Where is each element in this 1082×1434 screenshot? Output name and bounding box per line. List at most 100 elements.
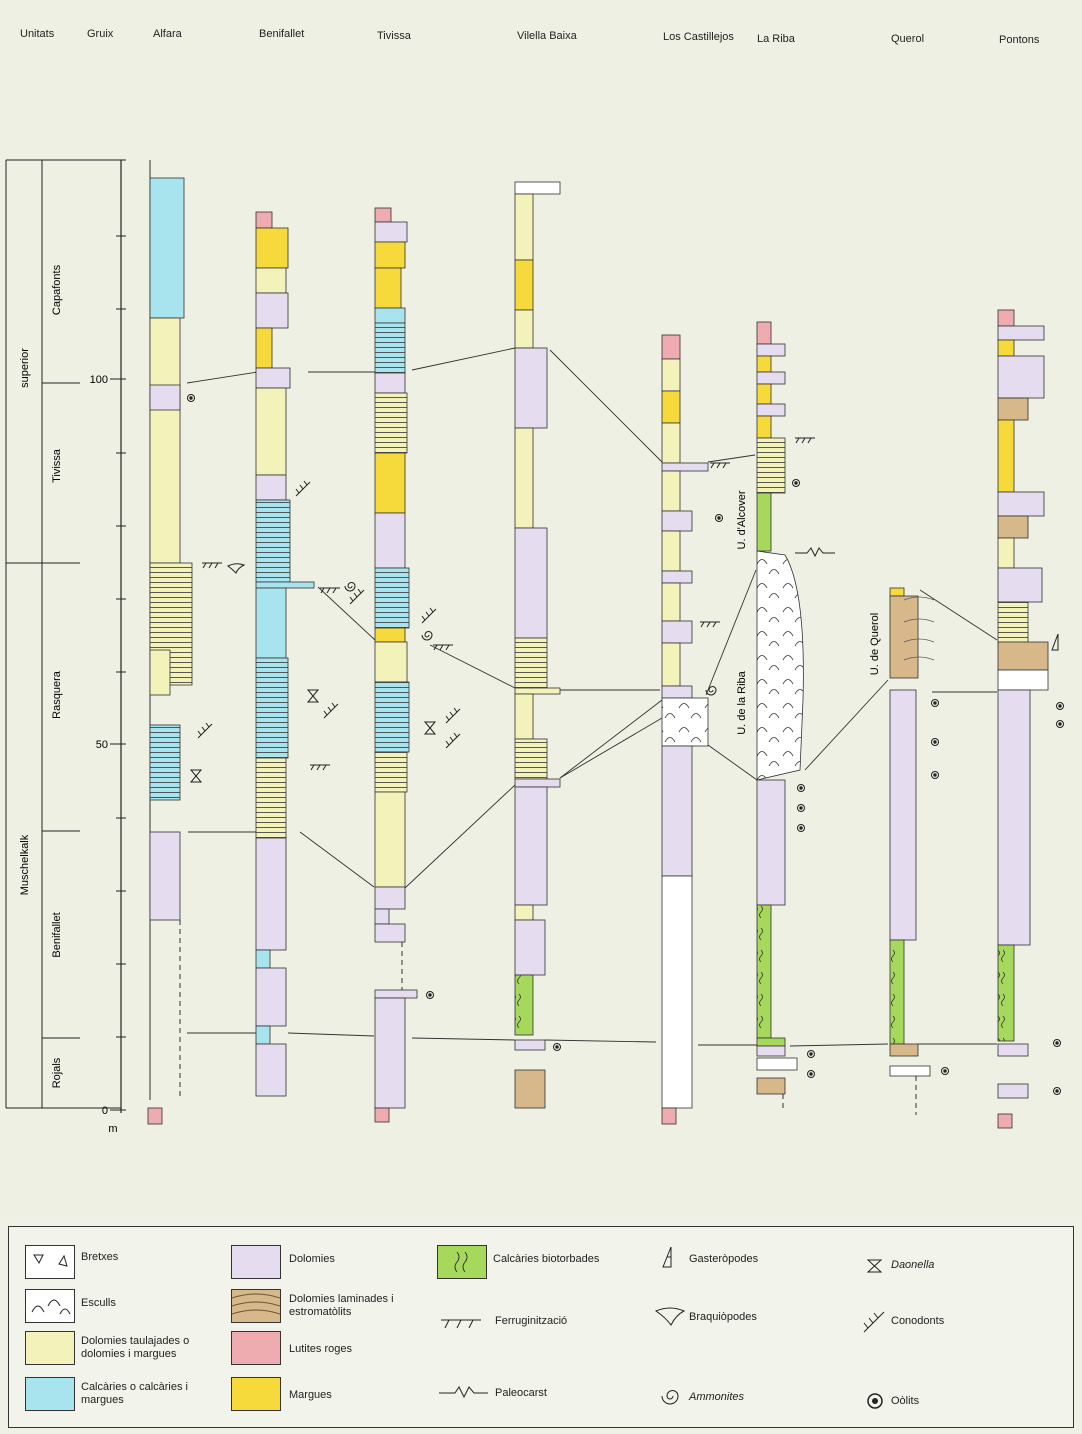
unit-label-tivissa: Tivissa	[51, 448, 63, 483]
legend-swatch-taulajades	[25, 1331, 75, 1365]
oolite-icon	[426, 991, 434, 999]
units-column: Muschelkalk superior Capafonts Tivissa R…	[5, 159, 121, 1109]
breccia-icon	[33, 1254, 68, 1267]
ferruginization-icon	[441, 1319, 481, 1329]
legend-label-gasteropodes: Gasteròpodes	[689, 1253, 759, 1265]
conodont-icon	[445, 732, 461, 749]
legend-label-ammonites: Ammonites	[689, 1391, 745, 1403]
header-section-vilella-baixa: Vilella Baixa	[517, 30, 577, 42]
daonella-icon	[866, 1259, 883, 1273]
daonella-icon	[306, 689, 320, 703]
ferruginization-icon	[710, 462, 730, 469]
header-bar: Unitats Gruix Alfara Benifallet Tivissa …	[0, 0, 1082, 88]
daonella-symbols	[189, 689, 437, 783]
section-vilella-baixa	[514, 181, 561, 1109]
legend-label-braquiopodes: Braquiòpodes	[689, 1311, 757, 1323]
ferruginization-icon	[433, 644, 453, 651]
legend-label-biotorbades: Calcàries biotorbades	[493, 1253, 600, 1265]
gastropod-icon	[662, 1246, 672, 1268]
gastropod-icon	[1051, 633, 1059, 651]
oolite-icon	[553, 1043, 561, 1051]
daonella-icon	[423, 721, 437, 735]
legend-label-conodonts: Conodonts	[891, 1315, 945, 1327]
legend-label-margues: Margues	[289, 1389, 332, 1401]
legend-swatch-dolomies	[231, 1245, 281, 1279]
ferruginization-icon	[700, 621, 720, 628]
unit-label-rasquera: Rasquera	[51, 670, 63, 719]
legend-label-dolomies: Dolomies	[289, 1253, 335, 1265]
oolite-icon	[797, 824, 805, 832]
label-u-riba: U. de la Riba	[736, 670, 748, 734]
oolite-icon	[1056, 702, 1064, 710]
legend-label-calcaries: Calcàries o calcàries i margues	[81, 1381, 188, 1406]
brachiopod-icon	[227, 563, 246, 574]
ammonite-icon	[344, 582, 356, 592]
legend-swatch-biotorbades	[437, 1245, 487, 1279]
correlation-lines	[186, 347, 998, 1047]
oolite-icon	[931, 771, 939, 779]
conodont-icon	[197, 722, 213, 739]
legend-label-laminades: Dolomies laminades i estromatòlits	[289, 1293, 394, 1318]
thickness-scale: 100 50 0 m	[90, 159, 126, 1135]
oolite-icon	[931, 699, 939, 707]
unit-label-superior: superior	[19, 348, 31, 388]
reef-icon	[31, 1299, 71, 1315]
oolite-icon	[1056, 720, 1064, 728]
legend-label-daonella: Daonella	[891, 1259, 935, 1271]
header-section-alfara: Alfara	[153, 28, 182, 40]
legend-label-bretxes: Bretxes	[81, 1251, 119, 1263]
ferruginization-icon	[320, 587, 340, 594]
ammonite-icon	[421, 631, 433, 641]
section-alfara	[147, 160, 193, 1125]
brachiopod-icon	[654, 1307, 686, 1326]
ferruginization-icon	[202, 562, 222, 569]
section-pontons	[997, 309, 1049, 1129]
scale-unit: m	[108, 1123, 117, 1135]
daonella-icon	[189, 769, 203, 783]
legend-swatch-laminades	[231, 1289, 281, 1323]
oolite-icon	[792, 479, 800, 487]
legend-swatch-bretxes	[25, 1245, 75, 1279]
header-section-los-castillejos: Los Castillejos	[663, 31, 734, 43]
conodont-symbols	[197, 480, 461, 749]
header-section-tivissa: Tivissa	[377, 30, 411, 42]
laminated-icon	[231, 1293, 281, 1315]
unit-label-muschelkalk: Muschelkalk	[19, 834, 31, 895]
oolite-icon	[867, 1393, 883, 1409]
header-section-la-riba: La Riba	[757, 33, 795, 45]
legend-label-esculls: Esculls	[81, 1297, 116, 1309]
legend-label-lutites: Lutites roges	[289, 1343, 352, 1355]
conodont-icon	[863, 1311, 885, 1333]
paleokarst-icon	[439, 1386, 488, 1399]
dashed-extensions	[179, 920, 917, 1115]
conodont-icon	[349, 588, 365, 605]
scale-tick-50: 50	[96, 739, 108, 751]
section-los-castillejos	[661, 334, 709, 1125]
stratigraphic-correlation-diagram: Muschelkalk superior Capafonts Tivissa R…	[5, 159, 1064, 1135]
legend-swatch-esculls	[25, 1289, 75, 1323]
legend: Bretxes Esculls Dolomies taulajades o do…	[8, 1226, 1074, 1428]
unit-label-rojals: Rojals	[51, 1057, 63, 1088]
header-section-querol: Querol	[891, 33, 925, 45]
oolite-icon	[715, 514, 723, 522]
scale-tick-100: 100	[90, 374, 108, 386]
header-section-benifallet: Benifallet	[259, 28, 305, 40]
ammonite-icon	[705, 686, 717, 696]
ferruginization-icon	[310, 764, 330, 771]
ammonite-symbols	[344, 582, 717, 696]
oolite-icon	[797, 784, 805, 792]
oolite-icon	[807, 1050, 815, 1058]
paleokarst-icon	[795, 547, 835, 558]
header-gruix: Gruix	[87, 28, 114, 40]
oolite-icon	[931, 738, 939, 746]
legend-label-oolits: Oòlits	[891, 1395, 920, 1407]
legend-label-paleocarst: Paleocarst	[495, 1387, 547, 1399]
label-u-querol: U. de Querol	[869, 613, 881, 675]
oolite-icon	[807, 1070, 815, 1078]
legend-swatch-lutites	[231, 1331, 281, 1365]
legend-label-taulajades: Dolomies taulajades o dolomies i margues	[81, 1335, 190, 1360]
section-querol	[889, 587, 935, 1077]
conodont-icon	[421, 607, 437, 624]
ferruginization-symbols	[202, 437, 815, 771]
header-section-pontons: Pontons	[999, 34, 1040, 46]
